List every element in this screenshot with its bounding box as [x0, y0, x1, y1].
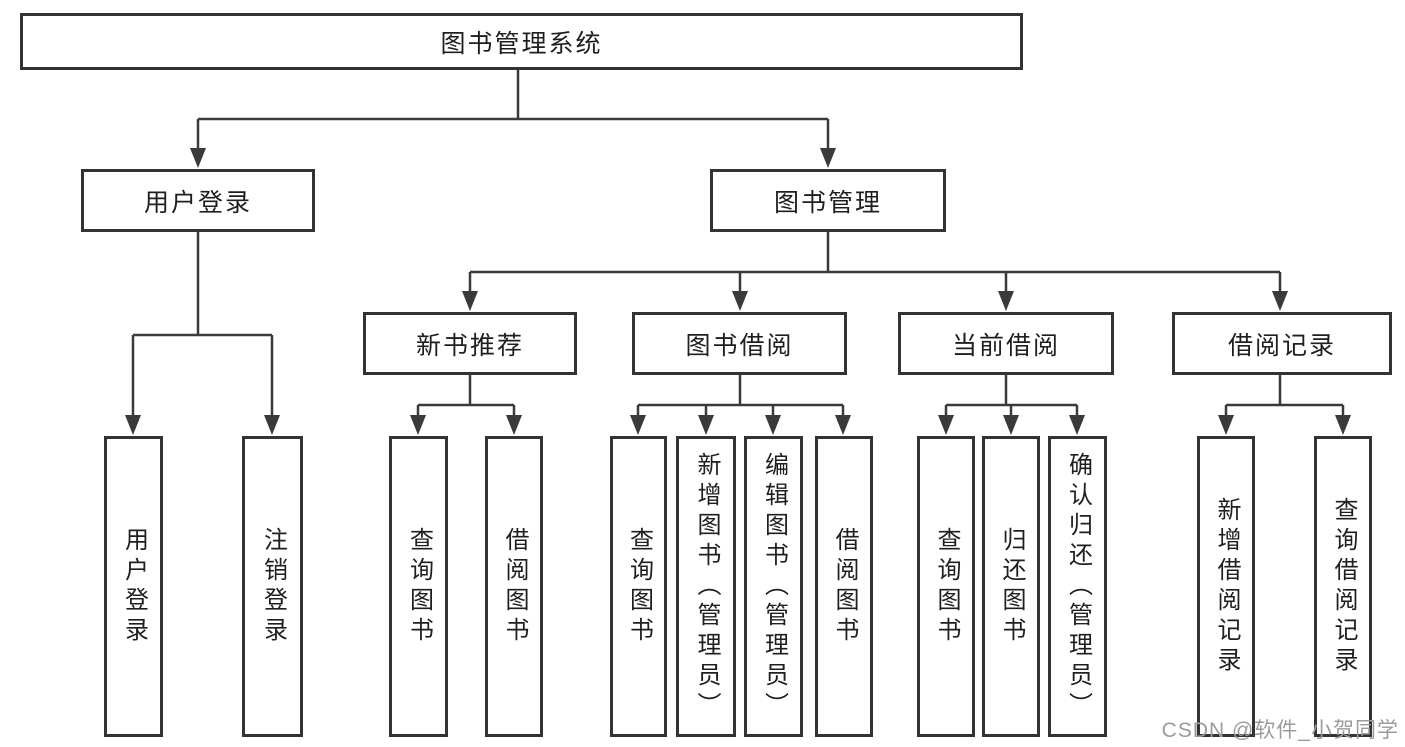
- node-book-borrowing-label: 图书借阅: [685, 331, 794, 360]
- csdn-watermark: CSDN @软件_小贺同学: [1161, 719, 1399, 742]
- node-borrow-books-borrowing: 借阅图书: [815, 436, 873, 737]
- node-new-book-recommend: 新书推荐: [363, 312, 577, 375]
- node-root-label: 图书管理系统: [440, 29, 603, 58]
- node-book-management: 图书管理: [710, 169, 946, 232]
- node-edit-books-admin: 编辑图书（管理员）: [744, 436, 803, 737]
- node-root: 图书管理系统: [20, 13, 1023, 70]
- node-confirm-return-admin-label: 确认归还（管理员）: [1064, 451, 1092, 722]
- node-new-book-recommend-label: 新书推荐: [415, 331, 524, 360]
- node-borrow-books-recommend: 借阅图书: [485, 436, 543, 737]
- node-user-login: 用户登录: [104, 436, 163, 737]
- node-add-books-admin: 新增图书（管理员）: [676, 436, 736, 737]
- node-query-books-recommend: 查询图书: [389, 436, 448, 737]
- node-borrow-books-recommend-label: 借阅图书: [501, 526, 528, 647]
- node-current-borrowing: 当前借阅: [898, 312, 1114, 375]
- node-query-borrow-record: 查询借阅记录: [1314, 436, 1372, 737]
- node-current-borrowing-label: 当前借阅: [951, 331, 1060, 360]
- node-book-borrowing: 图书借阅: [632, 312, 847, 375]
- node-query-borrow-record-label: 查询借阅记录: [1330, 496, 1357, 677]
- arrowheads: [125, 148, 1351, 435]
- node-query-books-recommend-label: 查询图书: [405, 526, 433, 647]
- node-user-login-branch: 用户登录: [81, 169, 315, 232]
- node-user-login-label: 用户登录: [120, 526, 148, 647]
- node-return-books: 归还图书: [982, 436, 1040, 737]
- node-query-books-current-label: 查询图书: [933, 526, 960, 647]
- node-borrow-books-borrowing-label: 借阅图书: [831, 526, 858, 647]
- node-query-books-borrowing-label: 查询图书: [625, 526, 653, 647]
- node-add-borrow-record: 新增借阅记录: [1197, 436, 1255, 737]
- node-user-login-branch-label: 用户登录: [143, 188, 252, 217]
- node-confirm-return-admin: 确认归还（管理员）: [1048, 436, 1107, 737]
- node-book-management-label: 图书管理: [773, 188, 882, 217]
- node-add-books-admin-label: 新增图书（管理员）: [693, 451, 720, 722]
- node-return-books-label: 归还图书: [998, 526, 1025, 647]
- node-add-borrow-record-label: 新增借阅记录: [1213, 496, 1240, 677]
- node-borrowing-records: 借阅记录: [1172, 312, 1392, 375]
- node-query-books-borrowing: 查询图书: [610, 436, 667, 737]
- node-edit-books-admin-label: 编辑图书（管理员）: [760, 451, 788, 722]
- node-logout-login: 注销登录: [242, 436, 303, 737]
- node-borrowing-records-label: 借阅记录: [1227, 331, 1336, 360]
- node-query-books-current: 查询图书: [917, 436, 975, 737]
- node-logout-login-label: 注销登录: [259, 526, 287, 647]
